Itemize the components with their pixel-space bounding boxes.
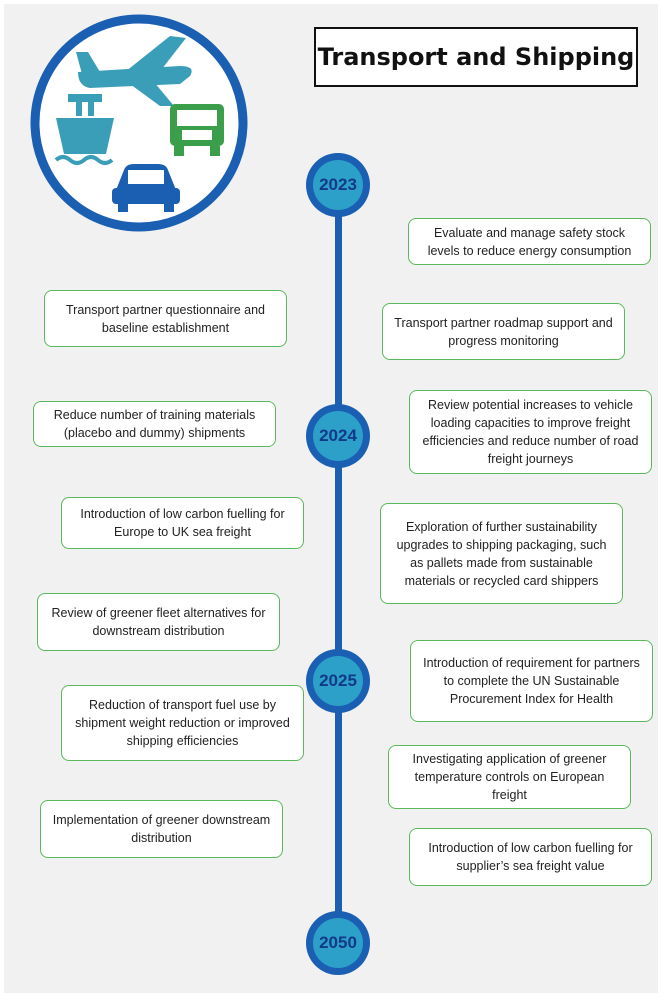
milestone-card: Introduction of requirement for partners… xyxy=(410,640,653,722)
milestone-card: Evaluate and manage safety stock levels … xyxy=(408,218,651,265)
year-node-2023: 2023 xyxy=(306,153,370,217)
milestone-card: Transport partner roadmap support and pr… xyxy=(382,303,625,360)
transport-logo xyxy=(30,14,248,232)
year-label: 2025 xyxy=(313,656,363,706)
milestone-card: Exploration of further sustainability up… xyxy=(380,503,623,604)
year-node-2025: 2025 xyxy=(306,649,370,713)
milestone-card: Introduction of low carbon fuelling for … xyxy=(409,828,652,886)
milestone-card: Review of greener fleet alternatives for… xyxy=(37,593,280,651)
airplane-icon xyxy=(76,36,192,106)
milestone-card: Transport partner questionnaire and base… xyxy=(44,290,287,347)
year-label: 2024 xyxy=(313,411,363,461)
timeline-line xyxy=(335,190,342,940)
ship-icon xyxy=(54,94,114,165)
milestone-card: Introduction of low carbon fuelling for … xyxy=(61,497,304,549)
milestone-card: Implementation of greener downstream dis… xyxy=(40,800,283,858)
milestone-card: Review potential increases to vehicle lo… xyxy=(409,390,652,474)
truck-icon xyxy=(170,104,224,156)
year-node-2024: 2024 xyxy=(306,404,370,468)
page-title: Transport and Shipping xyxy=(314,27,638,87)
year-label: 2050 xyxy=(313,918,363,968)
milestone-card: Reduction of transport fuel use by shipm… xyxy=(61,685,304,761)
car-icon xyxy=(112,164,180,212)
milestone-card: Reduce number of training materials (pla… xyxy=(33,401,276,447)
milestone-card: Investigating application of greener tem… xyxy=(388,745,631,809)
year-label: 2023 xyxy=(313,160,363,210)
year-node-2050: 2050 xyxy=(306,911,370,975)
